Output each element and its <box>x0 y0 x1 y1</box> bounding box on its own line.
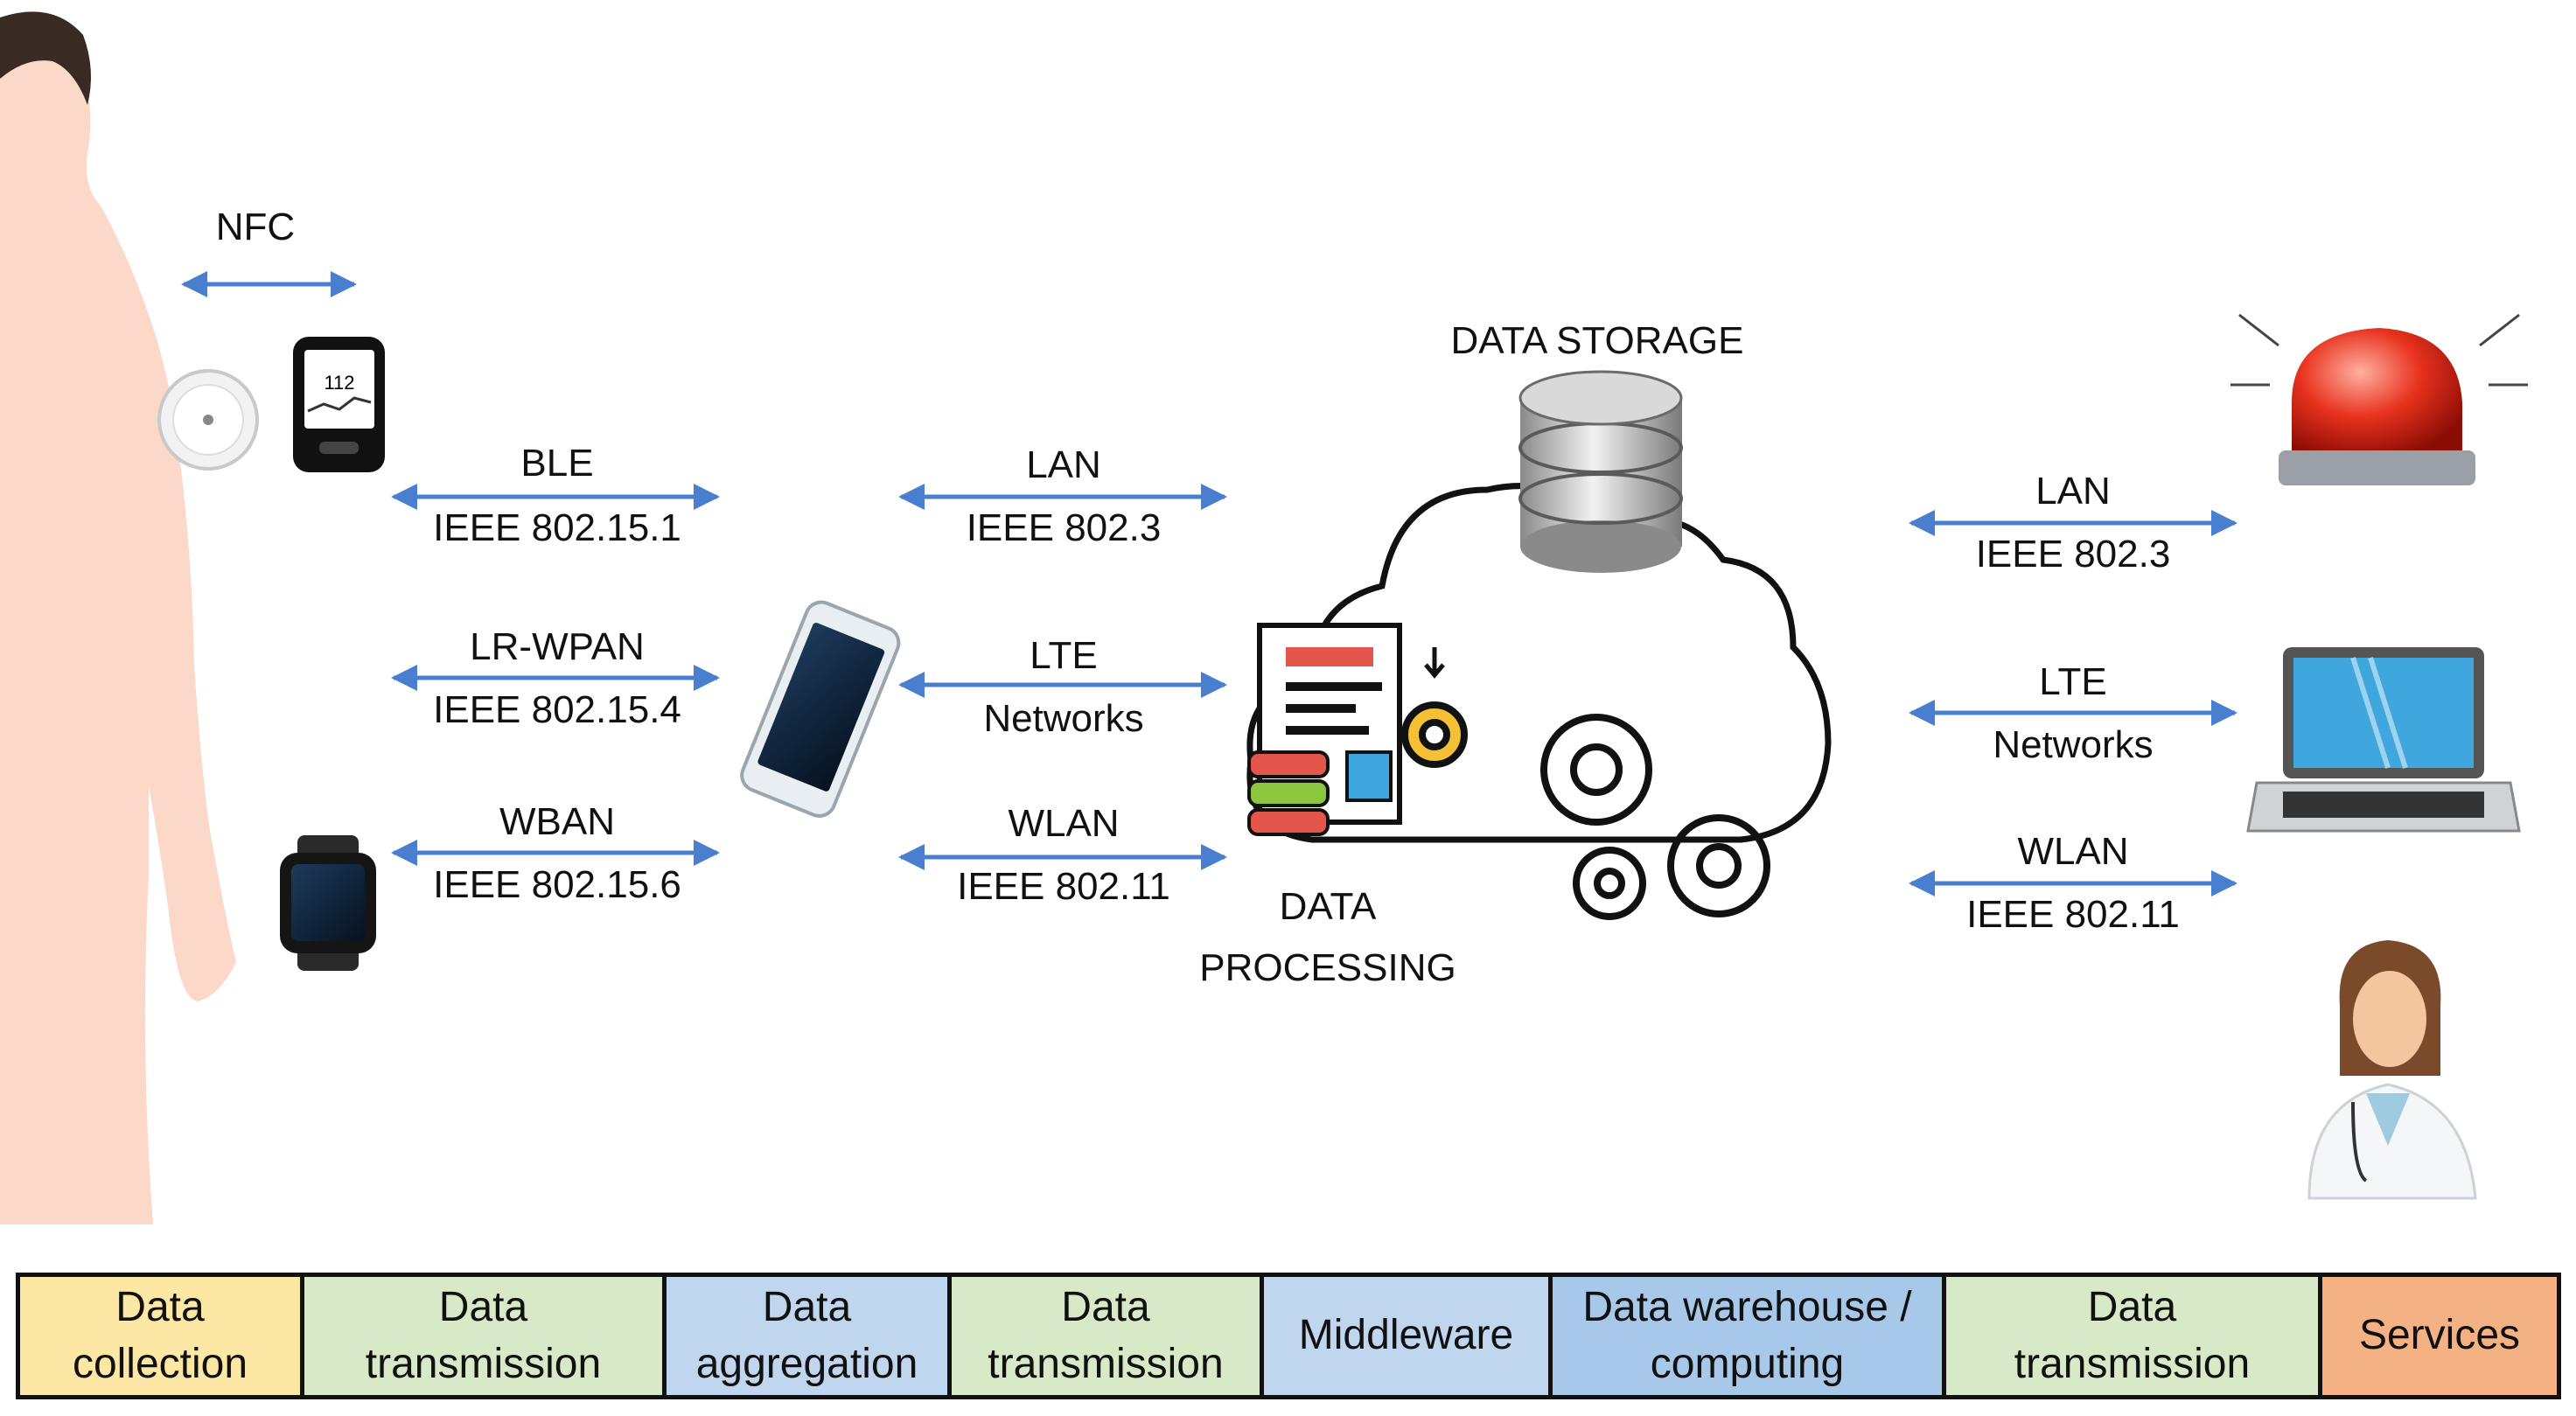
smartphone-icon <box>740 600 901 818</box>
wlan-standard: IEEE 802.11 <box>957 865 1170 908</box>
document-icon <box>1247 623 1445 836</box>
gear-icon <box>1401 701 1770 920</box>
stage-label-line1: Data <box>115 1283 205 1330</box>
database-icon <box>1518 370 1683 573</box>
data-processing-label-2: PROCESSING <box>1199 946 1456 989</box>
smartwatch-icon <box>280 835 376 971</box>
stage-label-line1: Middleware <box>1298 1312 1514 1359</box>
data-processing-label-1: DATA <box>1279 885 1377 928</box>
lan-right-standard: IEEE 802.3 <box>1975 533 2171 575</box>
stage-services: Services <box>2322 1277 2557 1395</box>
lte-right-sublabel: Networks <box>1993 723 2154 766</box>
cgm-sensor-icon <box>157 369 259 471</box>
ble-standard: IEEE 802.15.1 <box>433 506 681 549</box>
wlan-label: WLAN <box>1008 802 1120 845</box>
stage-data-collection: Data collection <box>20 1277 304 1395</box>
stage-label-line2: transmission <box>988 1340 1224 1387</box>
stage-label-line1: Data <box>2087 1283 2177 1330</box>
stage-label-line2: computing <box>1650 1340 1845 1387</box>
stage-label-line2: collection <box>72 1340 248 1387</box>
connection-arrows <box>181 271 2237 896</box>
siren-icon <box>2230 313 2528 485</box>
stage-data-transmission-3: Data transmission <box>1946 1277 2322 1395</box>
stage-label-line2: aggregation <box>695 1340 918 1387</box>
wlan-right-standard: IEEE 802.11 <box>1966 893 2180 936</box>
stage-data-aggregation: Data aggregation <box>667 1277 952 1395</box>
stage-label-line1: Data warehouse / <box>1582 1283 1912 1330</box>
stage-data-warehouse: Data warehouse / computing <box>1553 1277 1946 1395</box>
stage-label-line1: Data <box>438 1283 528 1330</box>
ble-label: BLE <box>520 442 594 485</box>
lrwpan-standard: IEEE 802.15.4 <box>433 688 681 731</box>
stage-label-line2: transmission <box>365 1340 602 1387</box>
human-body-figure <box>0 11 236 1224</box>
stage-label-line1: Data <box>1061 1283 1150 1330</box>
laptop-icon <box>2246 647 2521 833</box>
stage-label-line1: Services <box>2358 1312 2521 1359</box>
stage-data-transmission-2: Data transmission <box>952 1277 1264 1395</box>
lte-label: LTE <box>1030 634 1098 677</box>
lte-sublabel: Networks <box>983 697 1144 740</box>
lan-right-label: LAN <box>2035 470 2111 513</box>
stage-middleware: Middleware <box>1264 1277 1553 1395</box>
pipeline-stage-bar: Data collection Data transmission Data aggr… <box>16 1273 2561 1399</box>
lan-standard: IEEE 802.3 <box>966 506 1162 549</box>
nfc-label: NFC <box>215 206 296 248</box>
glucose-value: 112 <box>324 372 354 394</box>
doctor-icon <box>2307 940 2477 1200</box>
stage-label-line2: transmission <box>2014 1340 2251 1387</box>
data-storage-label: DATA STORAGE <box>1450 319 1744 362</box>
lan-label: LAN <box>1026 443 1101 486</box>
wban-standard: IEEE 802.15.6 <box>433 863 681 906</box>
wban-label: WBAN <box>499 800 615 843</box>
stage-data-transmission-1: Data transmission <box>304 1277 667 1395</box>
lte-right-label: LTE <box>2039 660 2107 703</box>
glucose-reader-icon: 112 <box>293 337 385 472</box>
lrwpan-label: LR-WPAN <box>470 625 645 668</box>
stage-label-line1: Data <box>762 1283 852 1330</box>
wlan-right-label: WLAN <box>2017 830 2129 873</box>
